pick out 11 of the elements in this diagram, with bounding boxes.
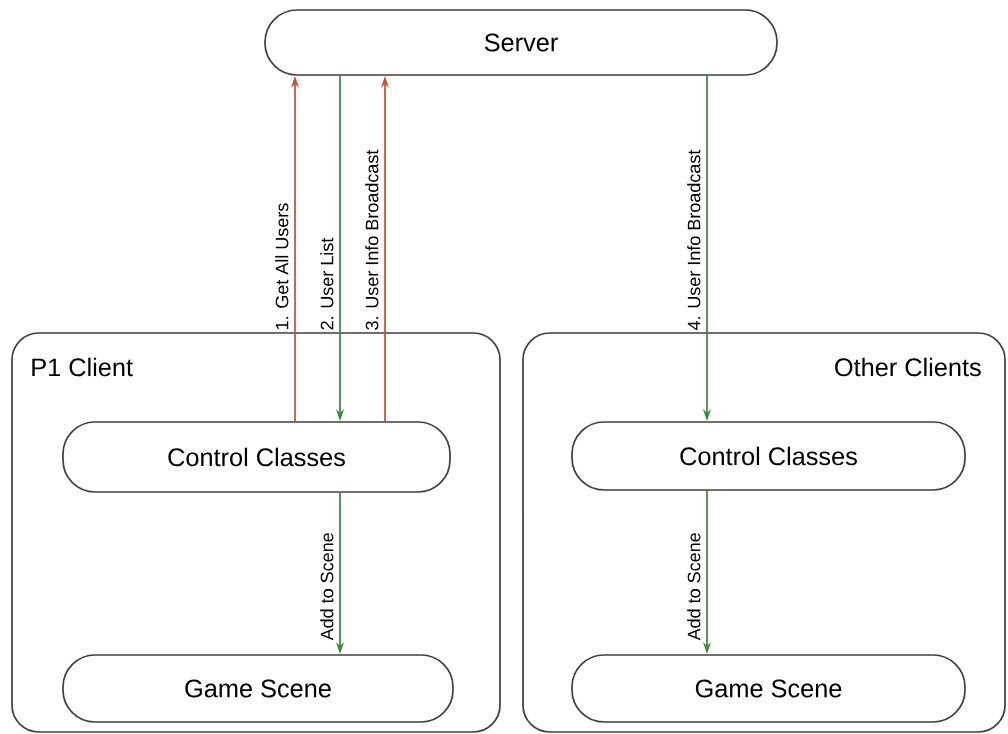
edge-label: 1. Get All Users <box>275 203 289 329</box>
edge-label: 2. User List <box>320 237 334 330</box>
edge-label: Add to Scene <box>687 533 701 641</box>
rounded-box: Server <box>264 9 778 76</box>
edge-label: 3. User Info Broadcast <box>365 149 379 330</box>
rounded-box: Game Scene <box>571 654 966 723</box>
rounded-box: Control Classes <box>62 421 451 493</box>
rounded-box: Control Classes <box>571 421 966 491</box>
edge-label: Add to Scene <box>320 533 334 641</box>
rounded-box: Game Scene <box>62 654 454 723</box>
edge-label: 4. User Info Broadcast <box>687 149 701 330</box>
